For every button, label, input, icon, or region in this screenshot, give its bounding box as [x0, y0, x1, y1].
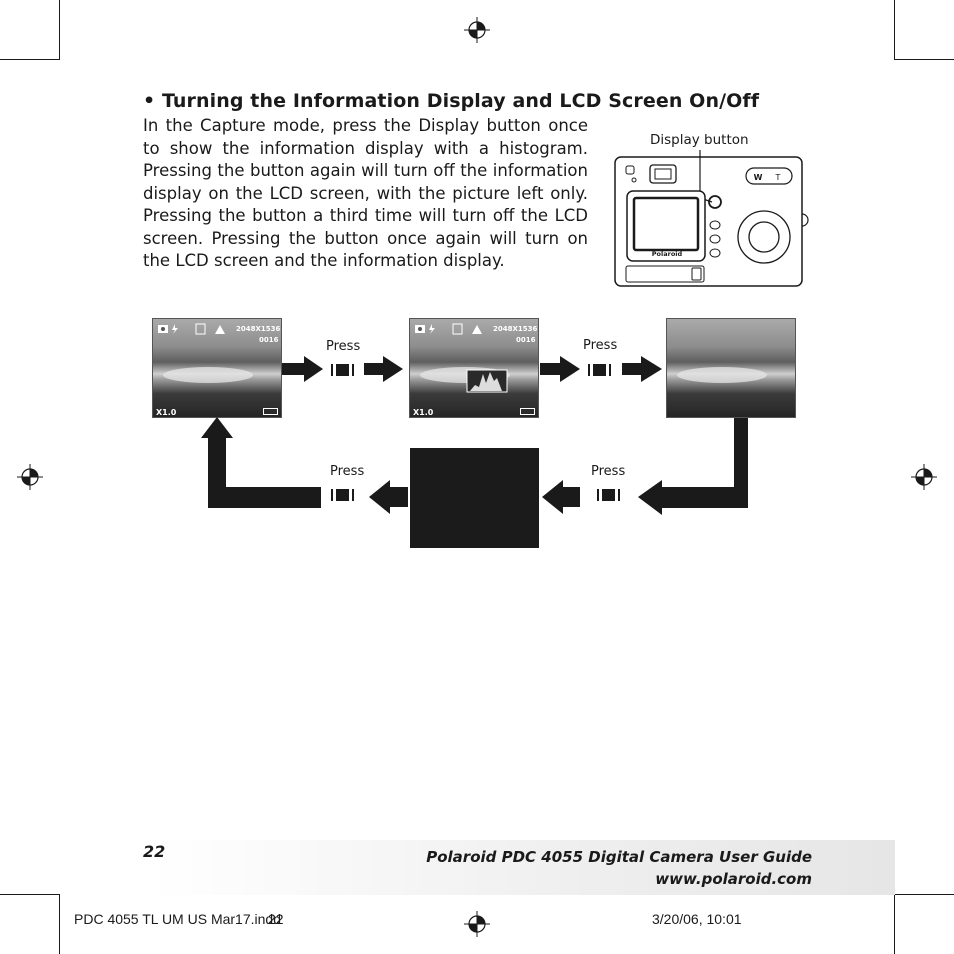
display-button-callout: Display button: [650, 132, 749, 148]
slug-page: 22: [268, 911, 284, 927]
arrow-right-icon: [622, 356, 662, 382]
press-label-4: Press: [330, 464, 365, 479]
guide-title-block: Polaroid PDC 4055 Digital Camera User Gu…: [426, 846, 812, 890]
arrow-right-icon: [364, 356, 403, 382]
camera-back-illustration: W T Polaroid: [614, 150, 809, 287]
arrow-left-icon: [369, 480, 408, 514]
battery-icon: [263, 408, 278, 415]
guide-title: Polaroid PDC 4055 Digital Camera User Gu…: [426, 848, 812, 866]
arrow-right-icon: [282, 356, 323, 382]
press-label-2: Press: [583, 338, 618, 353]
arrow-right-icon: [540, 356, 580, 382]
press-label-1: Press: [326, 339, 361, 354]
crop-mark: [59, 0, 60, 60]
zoom-readout: X1.0: [156, 408, 177, 417]
registration-mark-icon: [464, 911, 490, 937]
arrow-down-left-icon: [638, 418, 748, 515]
crop-mark: [0, 59, 60, 60]
camera-mode-icon: [158, 323, 225, 335]
picture-cloud: [163, 367, 253, 383]
lcd-screen-histogram: 2048X1536 0016 X1.0: [409, 318, 539, 418]
page-number: 22: [143, 842, 166, 861]
footer-band: [150, 840, 895, 895]
histogram-icon: [466, 369, 508, 393]
registration-mark-icon: [17, 464, 43, 490]
press-label-3: Press: [591, 464, 626, 479]
arrow-up-icon: [201, 417, 321, 508]
crop-mark: [894, 0, 895, 60]
zoom-w-label: W: [754, 173, 763, 182]
camera-mode-icon: [415, 323, 482, 335]
display-button-icon: [331, 489, 354, 501]
display-button-icon: [597, 489, 620, 501]
registration-mark-icon: [911, 464, 937, 490]
zoom-t-label: T: [775, 173, 781, 182]
slug-timestamp: 3/20/06, 10:01: [652, 911, 742, 927]
lcd-screen-info: 2048X1536 0016 X1.0: [152, 318, 282, 418]
crop-mark: [0, 894, 60, 895]
shot-count: 0016: [259, 336, 279, 344]
resolution-readout: 2048X1536: [236, 325, 281, 333]
lcd-screen-picture-only: [666, 318, 796, 418]
crop-mark: [59, 894, 60, 954]
instructions-paragraph: In the Capture mode, press the Display b…: [143, 116, 588, 270]
registration-mark-icon: [464, 17, 490, 43]
crop-mark: [894, 894, 954, 895]
battery-icon: [520, 408, 535, 415]
guide-website: www.polaroid.com: [655, 870, 812, 888]
arrow-left-icon: [542, 480, 580, 514]
crop-mark: [894, 59, 954, 60]
section-title: • Turning the Information Display and LC…: [143, 90, 760, 112]
display-button-icon: [331, 364, 354, 376]
crop-mark: [894, 894, 895, 954]
shot-count: 0016: [516, 336, 536, 344]
picture-cloud: [677, 367, 767, 383]
zoom-readout: X1.0: [413, 408, 434, 417]
slug-file: PDC 4055 TL UM US Mar17.indd: [74, 911, 281, 927]
resolution-readout: 2048X1536: [493, 325, 538, 333]
camera-brand: Polaroid: [652, 250, 683, 258]
display-button-icon: [588, 364, 611, 376]
lcd-screen-off: [410, 448, 539, 548]
